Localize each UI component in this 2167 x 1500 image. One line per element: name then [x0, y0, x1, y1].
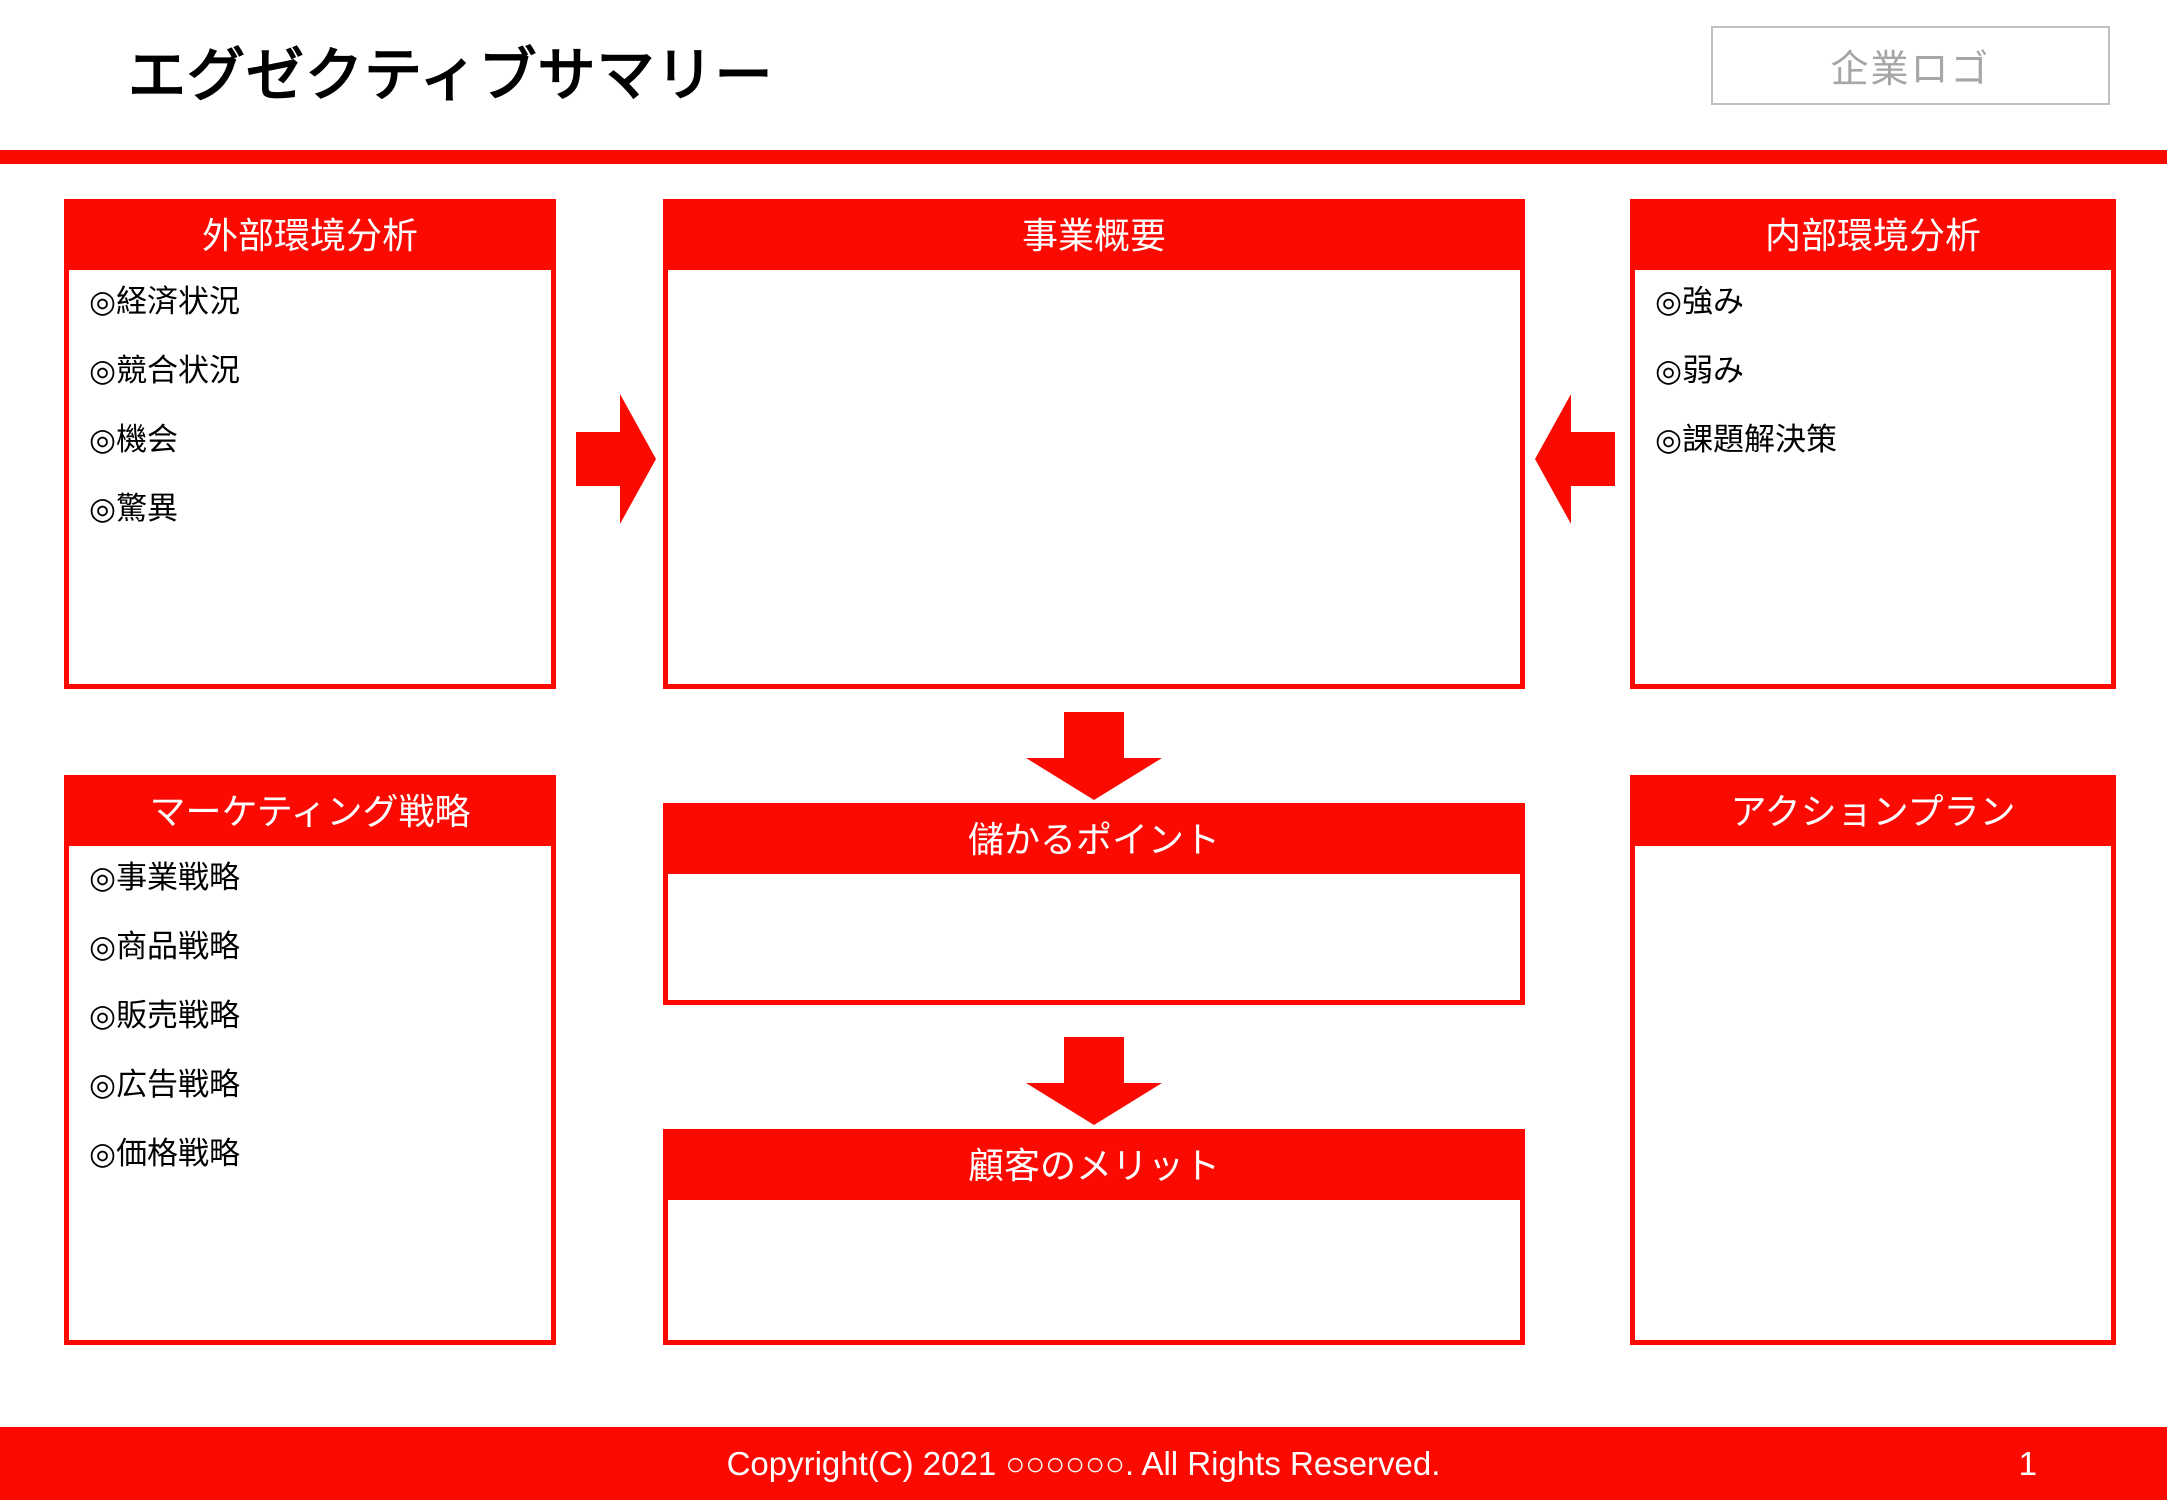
arrow-down-icon — [1026, 1037, 1162, 1125]
panel-external-analysis[interactable]: 外部環境分析 ◎経済状況 ◎競合状況 ◎機会 ◎驚異 — [64, 199, 556, 689]
list-item-label: 強み — [1682, 284, 1745, 319]
panel-action-plan-title: アクションプラン — [1635, 780, 2111, 846]
panel-marketing-strategy-title: マーケティング戦略 — [69, 780, 551, 846]
arrow-left-icon — [1535, 394, 1615, 524]
list-item-label: 驚異 — [116, 491, 179, 526]
list-item: ◎広告戦略 — [89, 1069, 551, 1100]
list-item-label: 機会 — [116, 422, 179, 457]
list-item-label: 競合状況 — [116, 353, 241, 388]
double-circle-icon: ◎ — [89, 1136, 117, 1171]
double-circle-icon: ◎ — [89, 929, 117, 964]
panel-customer-benefit-title: 顧客のメリット — [668, 1134, 1520, 1200]
panel-action-plan-body[interactable] — [1635, 846, 2111, 1340]
double-circle-icon: ◎ — [89, 1067, 117, 1102]
list-item-label: 価格戦略 — [116, 1136, 241, 1171]
list-item: ◎競合状況 — [89, 355, 551, 386]
double-circle-icon: ◎ — [89, 353, 117, 388]
list-item: ◎事業戦略 — [89, 862, 551, 893]
double-circle-icon: ◎ — [89, 998, 117, 1033]
page-title: エグゼクティブサマリー — [128, 43, 774, 108]
double-circle-icon: ◎ — [89, 284, 117, 319]
arrow-right-icon — [576, 394, 656, 524]
list-item-label: 事業戦略 — [116, 860, 241, 895]
panel-internal-analysis-title: 内部環境分析 — [1635, 204, 2111, 270]
list-item-label: 商品戦略 — [116, 929, 241, 964]
panel-profit-points-body[interactable] — [668, 874, 1520, 1000]
company-logo-placeholder[interactable]: 企業ロゴ — [1711, 26, 2110, 105]
list-item: ◎驚異 — [89, 493, 551, 524]
list-item: ◎価格戦略 — [89, 1138, 551, 1169]
double-circle-icon: ◎ — [1655, 422, 1683, 457]
list-item: ◎経済状況 — [89, 286, 551, 317]
panel-business-overview-title: 事業概要 — [668, 204, 1520, 270]
double-circle-icon: ◎ — [89, 422, 117, 457]
double-circle-icon: ◎ — [1655, 353, 1683, 388]
panel-internal-analysis-body[interactable]: ◎強み ◎弱み ◎課題解決策 — [1635, 270, 2111, 684]
panel-marketing-strategy-body[interactable]: ◎事業戦略 ◎商品戦略 ◎販売戦略 ◎広告戦略 ◎価格戦略 — [69, 846, 551, 1340]
arrow-down-icon — [1026, 712, 1162, 800]
panel-business-overview-body[interactable] — [668, 270, 1520, 684]
panel-external-analysis-body[interactable]: ◎経済状況 ◎競合状況 ◎機会 ◎驚異 — [69, 270, 551, 684]
list-item-label: 経済状況 — [116, 284, 241, 319]
panel-marketing-strategy[interactable]: マーケティング戦略 ◎事業戦略 ◎商品戦略 ◎販売戦略 ◎広告戦略 ◎価格戦略 — [64, 775, 556, 1345]
panel-internal-analysis[interactable]: 内部環境分析 ◎強み ◎弱み ◎課題解決策 — [1630, 199, 2116, 689]
double-circle-icon: ◎ — [1655, 284, 1683, 319]
list-item-label: 課題解決策 — [1682, 422, 1838, 457]
list-item: ◎機会 — [89, 424, 551, 455]
panel-customer-benefit[interactable]: 顧客のメリット — [663, 1129, 1525, 1345]
list-item: ◎課題解決策 — [1655, 424, 2111, 455]
footer-bar — [0, 1427, 2167, 1500]
panel-profit-points[interactable]: 儲かるポイント — [663, 803, 1525, 1005]
list-item-label: 販売戦略 — [116, 998, 241, 1033]
panel-action-plan[interactable]: アクションプラン — [1630, 775, 2116, 1345]
double-circle-icon: ◎ — [89, 860, 117, 895]
list-item: ◎弱み — [1655, 355, 2111, 386]
list-item-label: 弱み — [1682, 353, 1745, 388]
list-item-label: 広告戦略 — [116, 1067, 241, 1102]
list-item: ◎強み — [1655, 286, 2111, 317]
header-divider-rule — [0, 150, 2167, 164]
panel-external-analysis-title: 外部環境分析 — [69, 204, 551, 270]
panel-customer-benefit-body[interactable] — [668, 1200, 1520, 1340]
company-logo-label: 企業ロゴ — [1830, 49, 1991, 91]
panel-profit-points-title: 儲かるポイント — [668, 808, 1520, 874]
panel-business-overview[interactable]: 事業概要 — [663, 199, 1525, 689]
footer-page-number: 1 — [2018, 1444, 2037, 1482]
list-item: ◎販売戦略 — [89, 1000, 551, 1031]
double-circle-icon: ◎ — [89, 491, 117, 526]
list-item: ◎商品戦略 — [89, 931, 551, 962]
